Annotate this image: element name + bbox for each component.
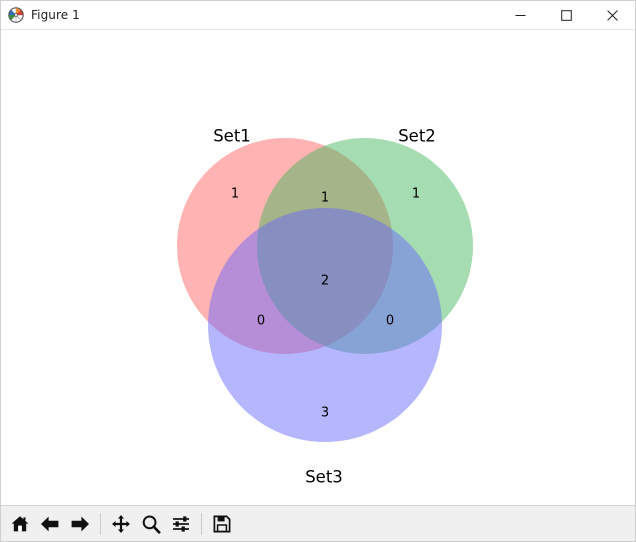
floppy-disk-icon	[213, 515, 231, 532]
venn-region-011: 0	[385, 313, 395, 329]
zoom-button[interactable]	[137, 509, 165, 538]
navigation-toolbar	[1, 505, 635, 541]
toolbar-separator-1	[100, 512, 101, 535]
title-bar: Figure 1	[1, 1, 635, 30]
venn-region-100: 1	[230, 186, 240, 202]
matplotlib-icon	[8, 7, 24, 23]
venn-circle-set1	[177, 138, 393, 354]
venn-figure: Set1 Set2 Set3 1 1 1 3 0 0 2	[1, 30, 635, 505]
minimize-button[interactable]	[497, 1, 543, 29]
save-button[interactable]	[208, 509, 236, 538]
figure-canvas[interactable]: Set1 Set2 Set3 1 1 1 3 0 0 2	[1, 30, 635, 505]
magnifier-icon	[142, 514, 161, 534]
venn-region-101: 0	[256, 313, 266, 329]
home-button[interactable]	[6, 509, 34, 538]
maximize-button[interactable]	[543, 1, 589, 29]
venn-set-label-set3: Set3	[305, 467, 343, 487]
back-button[interactable]	[36, 509, 64, 538]
venn-circle-set3	[208, 208, 442, 442]
window-controls	[497, 1, 635, 29]
pan-button[interactable]	[107, 509, 135, 538]
venn-region-001: 3	[320, 405, 330, 421]
venn-set-label-set2: Set2	[398, 126, 436, 146]
venn-diagram	[177, 138, 473, 442]
close-button[interactable]	[589, 1, 635, 29]
arrow-right-icon	[71, 516, 89, 531]
home-icon	[11, 515, 29, 531]
forward-button[interactable]	[66, 509, 94, 538]
venn-region-010: 1	[411, 186, 421, 202]
toolbar-separator-2	[201, 512, 202, 535]
configure-subplots-button[interactable]	[167, 509, 195, 538]
sliders-icon	[173, 515, 189, 532]
venn-circle-set2	[257, 138, 473, 354]
move-icon	[112, 514, 130, 533]
venn-region-111: 2	[320, 273, 330, 289]
window-title: Figure 1	[31, 8, 80, 22]
venn-set-label-set1: Set1	[213, 126, 251, 146]
venn-region-110: 1	[320, 190, 330, 206]
arrow-left-icon	[41, 516, 59, 531]
